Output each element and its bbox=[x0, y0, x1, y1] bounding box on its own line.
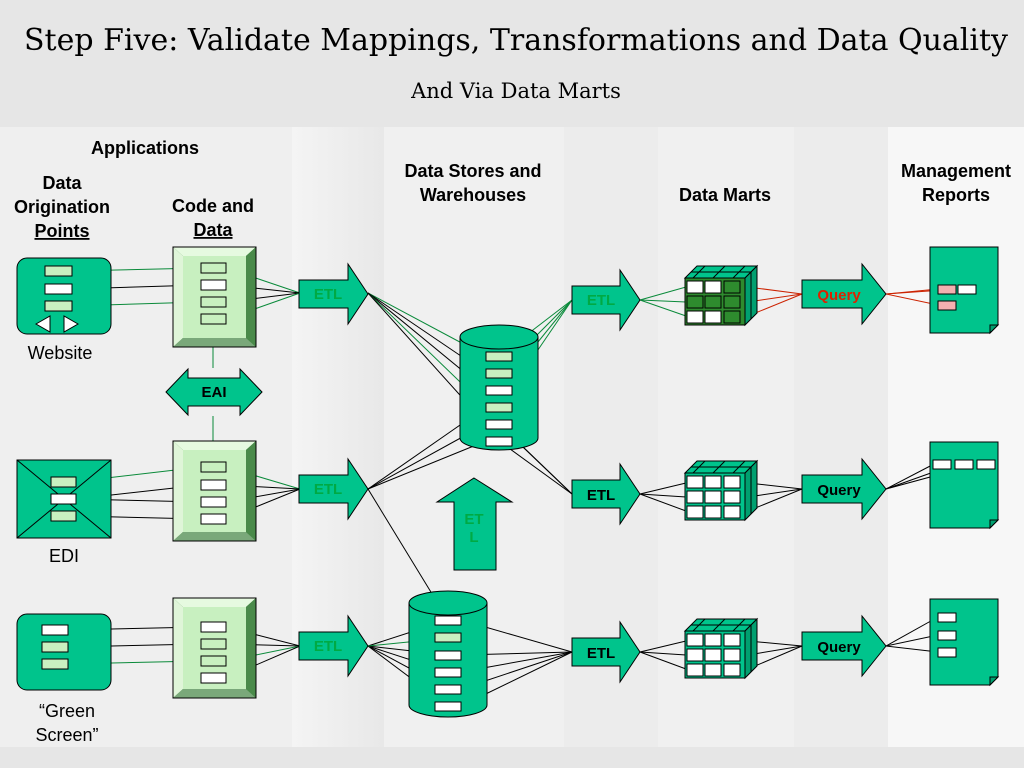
etl-label-3: ETL bbox=[314, 638, 342, 655]
green-screen-source bbox=[16, 613, 112, 691]
etl-up-arrow: ET L bbox=[435, 477, 514, 571]
etl-arrow-3: ETL bbox=[298, 614, 369, 678]
code-data-box-2 bbox=[172, 440, 257, 542]
stores-heading-1: Data Stores and bbox=[404, 161, 541, 181]
mart-etl-label-1: ETL bbox=[587, 292, 615, 309]
origination-heading-2: Origination bbox=[14, 197, 110, 217]
code-data-heading-1: Code and bbox=[172, 196, 254, 216]
warehouse-cylinder-bottom bbox=[408, 590, 488, 718]
stores-heading-2: Warehouses bbox=[420, 185, 526, 205]
mart-etl-arrow-2: ETL bbox=[571, 462, 641, 526]
origination-heading-3: Points bbox=[34, 221, 89, 241]
reports-heading-2: Reports bbox=[922, 185, 990, 205]
warehouse-cylinder-top bbox=[459, 324, 539, 451]
website-source bbox=[16, 257, 112, 335]
report-document-3 bbox=[929, 598, 1000, 687]
mart-etl-label-2: ETL bbox=[587, 487, 615, 504]
data-mart-cube-3 bbox=[683, 617, 759, 680]
mart-etl-arrow-3: ETL bbox=[571, 620, 641, 684]
data-mart-cube-2 bbox=[683, 459, 759, 522]
website-label: Website bbox=[28, 343, 93, 363]
query-arrow-1: Query bbox=[801, 262, 887, 326]
edi-source bbox=[16, 459, 112, 539]
etl-arrow-1: ETL bbox=[298, 262, 369, 326]
origination-heading-1: Data bbox=[42, 173, 82, 193]
etl-vertical-label-2: L bbox=[469, 529, 478, 546]
code-data-box-3 bbox=[172, 597, 257, 699]
marts-heading: Data Marts bbox=[679, 185, 771, 205]
green-screen-label-2: Screen” bbox=[35, 725, 98, 745]
data-mart-cube-1 bbox=[683, 264, 759, 327]
etl-vertical-label-1: ET bbox=[464, 511, 483, 528]
query-label-2: Query bbox=[817, 482, 861, 499]
reports-heading-1: Management bbox=[901, 161, 1011, 181]
etl-arrow-2: ETL bbox=[298, 457, 369, 521]
query-label-1: Query bbox=[817, 287, 861, 304]
code-data-box-1 bbox=[172, 246, 257, 348]
mart-etl-arrow-1: ETL bbox=[571, 268, 641, 332]
etl-label-2: ETL bbox=[314, 481, 342, 498]
etl-label-1: ETL bbox=[314, 286, 342, 303]
forward-arrow-icon bbox=[63, 315, 80, 333]
code-data-heading-2: Data bbox=[193, 220, 233, 240]
query-label-3: Query bbox=[817, 639, 861, 656]
report-document-2 bbox=[929, 441, 1000, 530]
edi-label: EDI bbox=[49, 546, 79, 566]
green-screen-label-1: “Green bbox=[39, 701, 95, 721]
mart-etl-label-3: ETL bbox=[587, 645, 615, 662]
query-arrow-2: Query bbox=[801, 457, 887, 521]
page-title: Step Five: Validate Mappings, Transforma… bbox=[24, 23, 1008, 58]
applications-heading: Applications bbox=[91, 138, 199, 158]
eai-double-arrow: EAI bbox=[165, 367, 263, 417]
report-document-1 bbox=[929, 246, 1000, 335]
back-arrow-icon bbox=[34, 315, 51, 333]
page-subtitle: And Via Data Marts bbox=[410, 79, 621, 103]
query-arrow-3: Query bbox=[801, 614, 887, 678]
eai-label: EAI bbox=[201, 384, 226, 401]
